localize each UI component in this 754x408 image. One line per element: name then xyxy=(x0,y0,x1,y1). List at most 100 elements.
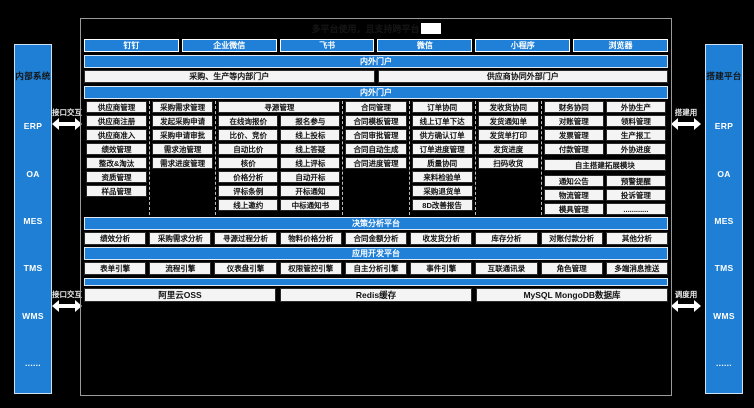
module-item[interactable]: 发起采购申请 xyxy=(152,115,214,127)
decision-item[interactable]: 其他分析 xyxy=(605,232,668,245)
sidebar-item-tms-left: TMS xyxy=(23,263,43,274)
module-item[interactable]: 合同自动生成 xyxy=(345,143,407,155)
module-item[interactable]: 供应商准入 xyxy=(86,129,148,141)
module-item[interactable]: 需求池管理 xyxy=(152,143,214,155)
decision-item[interactable]: 合同金额分析 xyxy=(344,232,408,245)
module-item[interactable]: ............ xyxy=(605,203,666,215)
module-item[interactable]: 来料检验单 xyxy=(411,171,473,183)
module-head-shipping[interactable]: 发收货协同 xyxy=(477,101,539,113)
module-item[interactable]: 报名参与 xyxy=(280,115,341,127)
decision-item[interactable]: 库存分析 xyxy=(475,232,538,245)
module-item[interactable]: 供应商注册 xyxy=(86,115,148,127)
appdev-item[interactable]: 流程引擎 xyxy=(149,262,212,275)
tab-wechat[interactable]: 微信 xyxy=(377,39,473,52)
module-item[interactable]: 中标通知书 xyxy=(280,199,341,211)
appdev-item[interactable]: 角色管理 xyxy=(540,262,603,275)
decision-item[interactable]: 采购需求分析 xyxy=(149,232,212,245)
sourcing-left: 在线询报价 比价、竞价 自动比价 核价 价格分析 评标条例 线上邀约 xyxy=(218,115,279,211)
module-item[interactable]: 发货进度 xyxy=(477,143,539,155)
infra-item-oss[interactable]: 阿里云OSS xyxy=(84,288,276,302)
module-item[interactable]: 样品管理 xyxy=(86,185,148,197)
module-item[interactable]: 绩效管理 xyxy=(86,143,148,155)
module-item[interactable]: 自动比价 xyxy=(218,143,279,155)
module-item[interactable]: 投诉管理 xyxy=(605,189,666,201)
appdev-item[interactable]: 自主分析引擎 xyxy=(344,262,408,275)
module-item[interactable]: 合同审批管理 xyxy=(345,129,407,141)
finance-col: 财务协同 对账管理 发票管理 付款管理 xyxy=(543,101,604,155)
connector-label-left-bottom: 接口交互 xyxy=(52,290,82,299)
tab-miniprogram[interactable]: 小程序 xyxy=(475,39,571,52)
module-item[interactable]: 采购申请审批 xyxy=(152,129,214,141)
decision-item[interactable]: 物料价格分析 xyxy=(279,232,342,245)
module-item[interactable]: 预警提醒 xyxy=(605,175,666,187)
module-item[interactable]: 线上答疑 xyxy=(280,143,341,155)
module-item[interactable]: 整改&淘汰 xyxy=(86,157,148,169)
module-item[interactable]: 外协进度 xyxy=(605,143,666,155)
appdev-item[interactable]: 事件引擎 xyxy=(410,262,473,275)
module-column-finance-outsourcing: 财务协同 对账管理 发票管理 付款管理 外协生产 领料管理 生产报工 外协进度 … xyxy=(542,101,668,215)
decision-item[interactable]: 收发货分析 xyxy=(410,232,473,245)
appdev-item[interactable]: 权限管控引擎 xyxy=(279,262,342,275)
module-head-order[interactable]: 订单协同 xyxy=(411,101,473,113)
module-head-supplier[interactable]: 供应商管理 xyxy=(86,101,148,113)
module-head-outsourcing[interactable]: 外协生产 xyxy=(605,101,666,113)
infra-item-redis[interactable]: Redis缓存 xyxy=(280,288,472,302)
module-column-supplier: 供应商管理 供应商注册 供应商准入 绩效管理 整改&淘汰 资质管理 样品管理 xyxy=(84,101,151,215)
module-item[interactable]: 生产报工 xyxy=(605,129,666,141)
infra-item-database[interactable]: MySQL MongoDB数据库 xyxy=(476,288,668,302)
module-item[interactable]: 线上订单下达 xyxy=(411,115,473,127)
appdev-item[interactable]: 多端消息推送 xyxy=(605,262,668,275)
module-item[interactable]: 自动开标 xyxy=(280,171,341,183)
module-item[interactable]: 线上邀约 xyxy=(218,199,279,211)
module-item[interactable]: 发货单打印 xyxy=(477,129,539,141)
decision-item[interactable]: 绩效分析 xyxy=(84,232,147,245)
module-item[interactable]: 在线询报价 xyxy=(218,115,279,127)
module-item[interactable]: 合同进度管理 xyxy=(345,157,407,169)
module-item[interactable]: 价格分析 xyxy=(218,171,279,183)
module-item[interactable]: 发票管理 xyxy=(543,129,604,141)
module-head-demand[interactable]: 采购需求管理 xyxy=(152,101,214,113)
tab-wecom[interactable]: 企业微信 xyxy=(181,39,277,52)
module-item[interactable]: 通知公告 xyxy=(543,175,604,187)
tab-browser[interactable]: 浏览器 xyxy=(573,39,668,52)
module-item[interactable]: 付款管理 xyxy=(543,143,604,155)
module-item[interactable]: 领料管理 xyxy=(605,115,666,127)
module-item[interactable]: 线上评标 xyxy=(280,157,341,169)
infra-divider xyxy=(84,278,668,286)
module-item[interactable]: 采购退货单 xyxy=(411,185,473,197)
module-head-sourcing[interactable]: 寻源管理 xyxy=(218,101,341,113)
module-item[interactable]: 质量协同 xyxy=(411,157,473,169)
module-item[interactable]: 扫码收货 xyxy=(477,157,539,169)
portal-external[interactable]: 供应商协同外部门户 xyxy=(377,70,668,83)
decision-header: 决策分析平台 xyxy=(84,217,668,230)
module-item[interactable]: 发货通知单 xyxy=(477,115,539,127)
appdev-item[interactable]: 仪表盘引擎 xyxy=(214,262,277,275)
module-item[interactable]: 资质管理 xyxy=(86,171,148,183)
module-item[interactable]: 开标通知 xyxy=(280,185,341,197)
sidebar-item-build-platform: 搭建平台 xyxy=(706,71,742,82)
module-item[interactable]: 8D改善报告 xyxy=(411,199,473,211)
module-head-finance[interactable]: 财务协同 xyxy=(543,101,604,113)
module-item[interactable]: 物流管理 xyxy=(543,189,604,201)
appdev-item[interactable]: 表单引擎 xyxy=(84,262,147,275)
module-head-extension[interactable]: 自主搭建拓展模块 xyxy=(543,159,666,171)
module-item[interactable]: 模具管理 xyxy=(543,203,604,215)
decision-item[interactable]: 对账付款分析 xyxy=(540,232,603,245)
module-item[interactable]: 核价 xyxy=(218,157,279,169)
module-item[interactable]: 合同模板管理 xyxy=(345,115,407,127)
appdev-item[interactable]: 互联通讯录 xyxy=(475,262,538,275)
module-item[interactable]: 线上投标 xyxy=(280,129,341,141)
module-head-contract[interactable]: 合同管理 xyxy=(345,101,407,113)
portal-internal[interactable]: 采购、生产等内部门户 xyxy=(84,70,375,83)
decision-item[interactable]: 寻源过程分析 xyxy=(214,232,277,245)
module-item[interactable]: 供方确认订单 xyxy=(411,129,473,141)
module-item[interactable]: 对账管理 xyxy=(543,115,604,127)
decision-section: 决策分析平台 绩效分析 采购需求分析 寻源过程分析 物料价格分析 合同金额分析 … xyxy=(84,217,668,245)
sidebar-item-more-right: ...... xyxy=(716,358,732,368)
module-item[interactable]: 评标条例 xyxy=(218,185,279,197)
module-item[interactable]: 需求进度管理 xyxy=(152,157,214,169)
module-item[interactable]: 订单进度管理 xyxy=(411,143,473,155)
tab-feishu[interactable]: 飞书 xyxy=(279,39,375,52)
module-item[interactable]: 比价、竞价 xyxy=(218,129,279,141)
tab-dingtalk[interactable]: 钉钉 xyxy=(84,39,179,52)
